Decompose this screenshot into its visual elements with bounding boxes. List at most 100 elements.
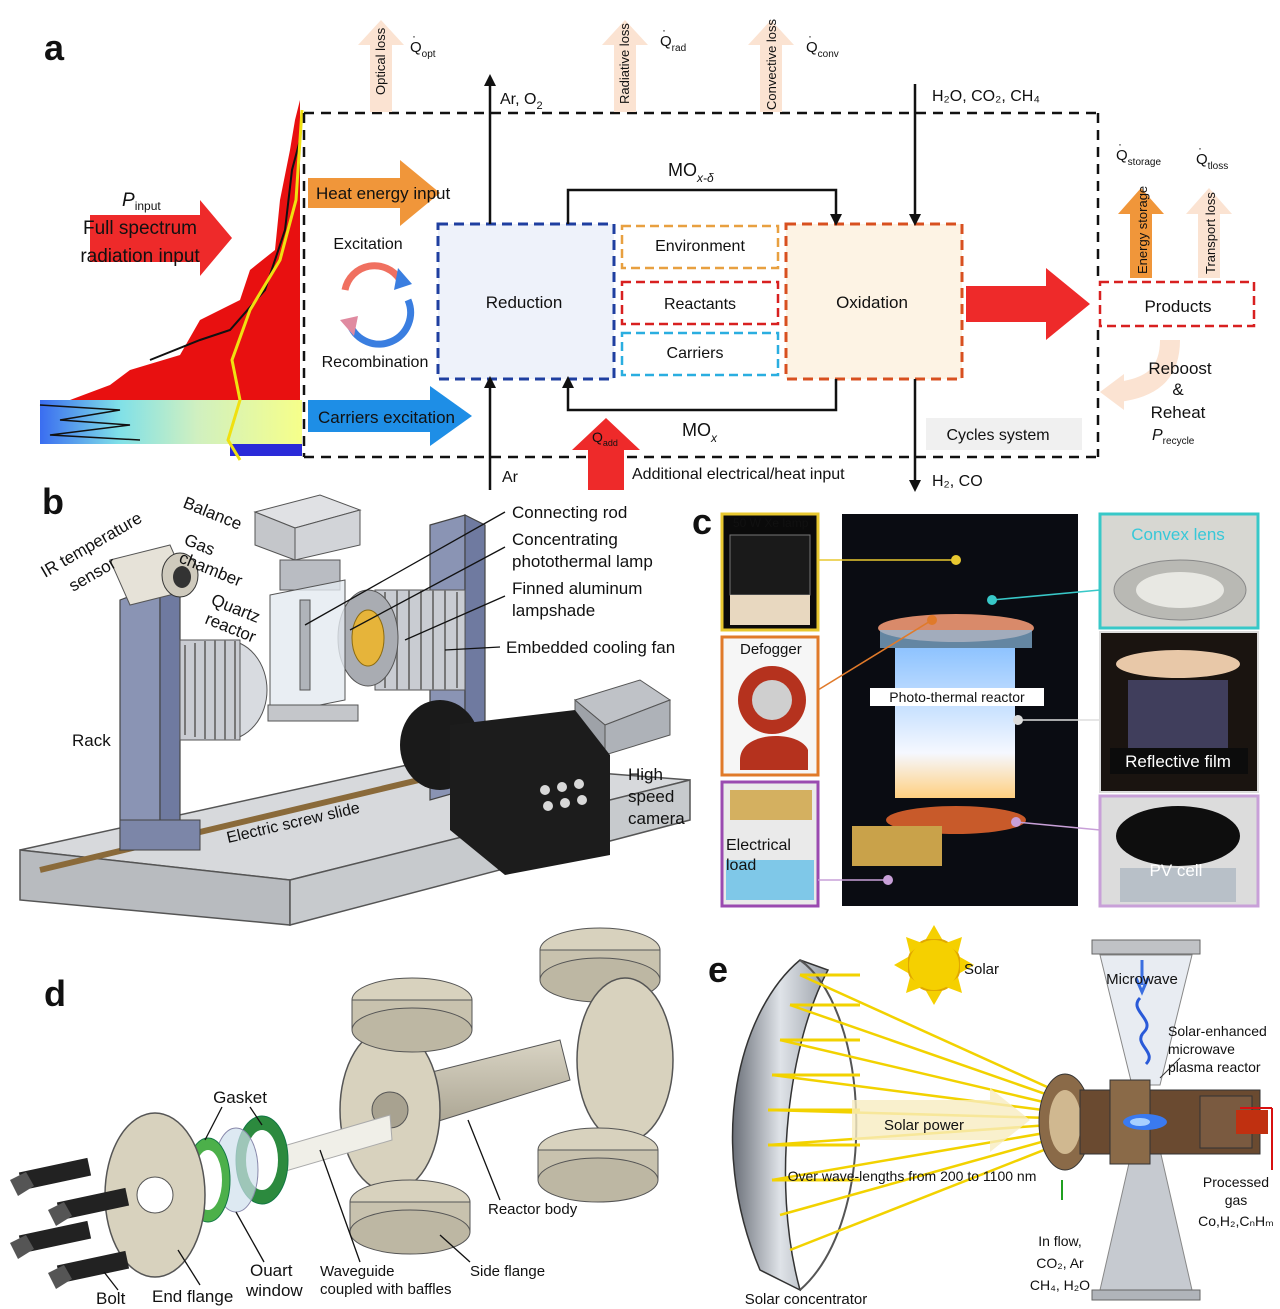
panel-d-leaders [103, 1106, 501, 1291]
inflow-label-2: CO₂, Ar [1036, 1255, 1084, 1271]
top-flange [351, 977, 473, 1053]
microwave-lower-taper [1099, 1149, 1193, 1291]
oxidation-label: Oxidation [836, 293, 908, 312]
bottom-flange [349, 1179, 471, 1255]
microwave-top-plate [1091, 939, 1201, 955]
reboost-label: Reboost [1148, 359, 1212, 378]
rack-label: Rack [72, 731, 111, 750]
reactants-box [620, 280, 780, 326]
xe-lamp-label: 50 W Xe lamp [733, 516, 809, 530]
environment-box [620, 224, 780, 270]
mo-top-label: MOx-δ [668, 160, 714, 185]
svg-text:·: · [662, 23, 666, 37]
cycle-icon [340, 262, 415, 348]
carriers-excitation-label: Carriers excitation [318, 408, 455, 427]
inflow-label-3: CH₄, H₂O [1030, 1277, 1090, 1293]
lampshade-label-2: lampshade [512, 601, 595, 620]
pv-cell-label: PV cell [1150, 861, 1203, 880]
svg-text:Transport loss: Transport loss [1203, 192, 1218, 274]
panel-a-letter: a [44, 27, 65, 68]
feed-gas-label: H₂O, CO₂, CH₄ [932, 88, 1040, 105]
microwave-label: Microwave [1106, 971, 1178, 988]
microwave-wave-icon [1135, 996, 1151, 1066]
wavelengths-label: Over wave-lengths from 200 to 1100 nm [788, 1168, 1037, 1184]
spectrum-graphic [39, 100, 304, 461]
heat-arrow [308, 160, 440, 226]
cooling-fan-label: Embedded cooling fan [506, 638, 675, 657]
panel-e-letter: e [708, 949, 728, 990]
reactor-label-2: microwave [1168, 1041, 1235, 1057]
q-storage-label: Qstorage [1116, 147, 1161, 168]
defogger-label: Defogger [740, 641, 802, 658]
carriers-arrow [308, 386, 472, 446]
balance-label: Balance [181, 493, 245, 534]
products-arrow [966, 268, 1090, 340]
window-label-1: Ouart [250, 1261, 293, 1280]
panel-b-leaders [304, 511, 506, 651]
svg-text:·: · [808, 29, 812, 43]
svg-text:Optical loss: Optical loss [373, 27, 388, 95]
convective-loss-arrow: Convective loss Qconv · [748, 18, 839, 112]
q-add-label: Qadd [592, 429, 618, 448]
h2-co-label: H₂, CO [932, 473, 983, 490]
reactor-label-bg [870, 688, 1044, 706]
recombination-label: Recombination [322, 354, 429, 371]
reduction-box [436, 222, 616, 381]
panel-c-letter: c [692, 501, 712, 542]
svg-text:Energy storage: Energy storage [1135, 186, 1150, 274]
carriers-box [620, 331, 780, 377]
cycles-system-label: Cycles system [946, 427, 1049, 444]
gas-formula-label: Co,H₂,CₙHₘ [1198, 1213, 1274, 1229]
high-speed-camera [400, 679, 672, 875]
ir-sensor [109, 544, 199, 606]
electrical-load-label-1: Electrical [726, 837, 791, 854]
reheat-label: Reheat [1151, 403, 1206, 422]
right-top-flange [539, 927, 661, 1003]
window-label-2: window [245, 1281, 303, 1300]
q-opt-label: Qopt [410, 39, 436, 60]
q-add-arrow [572, 418, 640, 490]
p-input-label: Pinput [122, 190, 161, 213]
solar-power-label: Solar power [884, 1117, 964, 1134]
ar-o2-label: Ar, O2 [500, 91, 543, 112]
svg-text:Radiative loss: Radiative loss [617, 23, 632, 104]
reduction-label: Reduction [486, 293, 563, 312]
panel-d-letter: d [44, 973, 66, 1014]
screw-rod [39, 772, 441, 873]
photo-thermal-reactor-label: Photo-thermal reactor [889, 689, 1025, 705]
processed-gas-label-2: gas [1225, 1192, 1248, 1208]
waveguide-label-2: coupled with baffles [320, 1281, 451, 1298]
panel-b-letter: b [42, 481, 64, 522]
gasket-label: Gasket [213, 1088, 267, 1107]
solar-power-band [852, 1088, 1030, 1152]
q-rad-label: Qrad [660, 33, 686, 54]
concentrator-label: Solar concentrator [745, 1291, 868, 1308]
input-line2: radiation input [80, 246, 200, 267]
camera-label-2: speed [628, 787, 674, 806]
finned-lamp-left [179, 639, 268, 741]
input-arrow [90, 200, 232, 276]
svg-text:Convective loss: Convective loss [764, 18, 779, 110]
svg-text:·: · [412, 29, 416, 43]
solar-label: Solar [964, 961, 999, 978]
bolt-label: Bolt [96, 1289, 126, 1308]
finned-lamp-right [337, 589, 466, 691]
additional-input-label: Additional electrical/heat input [632, 466, 845, 483]
panel-b: b [19, 481, 691, 926]
oxidation-box [784, 222, 964, 381]
balance-chamber [253, 494, 362, 722]
heat-energy-label: Heat energy input [316, 184, 450, 203]
bolts [10, 1157, 130, 1289]
input-line1: Full spectrum [83, 218, 197, 239]
panel-e: e Solar [708, 925, 1274, 1308]
reflective-film-label: Reflective film [1125, 752, 1231, 771]
panel-c-connectors [817, 555, 1101, 885]
reactor-label-3: plasma reactor [1168, 1059, 1261, 1075]
right-bottom-flange [537, 1127, 659, 1203]
svg-text:·: · [1118, 137, 1122, 151]
reactants-label: Reactants [664, 296, 736, 313]
camera-label-1: High [628, 765, 663, 784]
transport-loss-arrow: Transport loss Qtloss · [1186, 141, 1232, 278]
camera-label-3: camera [628, 809, 685, 828]
